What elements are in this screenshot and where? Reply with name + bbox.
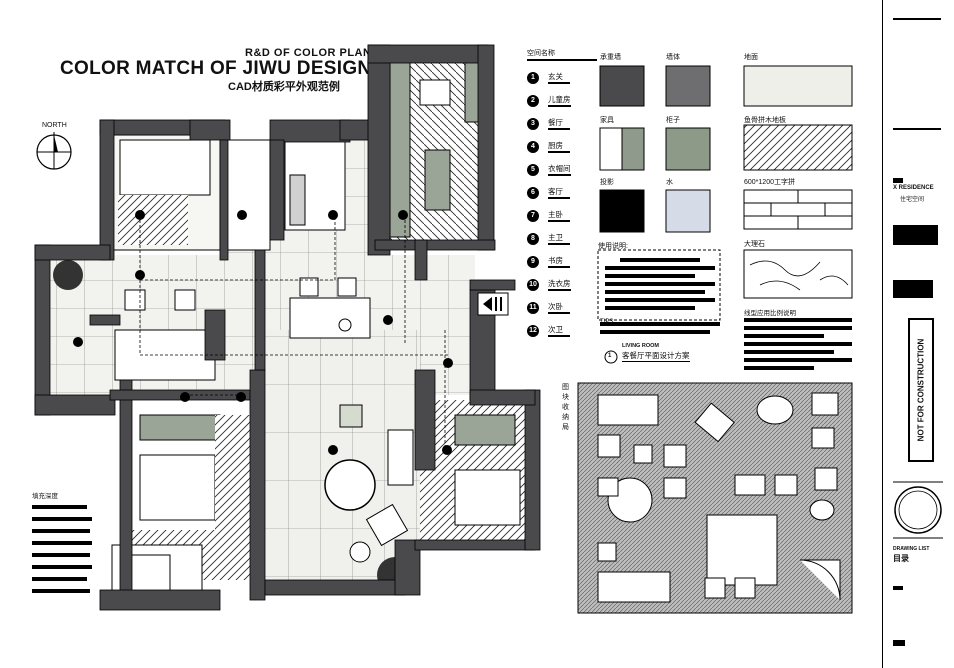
room-row: 8 主卫: [527, 227, 597, 250]
room-number: 11: [527, 301, 539, 314]
room-row: 10 洗衣房: [527, 273, 597, 296]
room-legend-heading: 空间名称: [527, 48, 597, 61]
swatch-label-water: 水: [666, 179, 673, 186]
swatch-label-wood-floor: 鱼骨拼木地板: [744, 117, 786, 124]
room-number: 9: [527, 255, 539, 268]
living-room-cn-label: 客餐厅平面设计方案: [622, 351, 690, 362]
room-row: 6 客厅: [527, 181, 597, 204]
not-for-construction-stamp: NOT FOR CONSTRUCTION: [908, 318, 934, 462]
room-row: 7 主卧: [527, 204, 597, 227]
swatch-label-tile: 600*1200工字拼: [744, 179, 795, 186]
room-name: 衣帽间: [548, 163, 571, 176]
room-number: 7: [527, 209, 539, 222]
room-number: 8: [527, 232, 539, 245]
stamp-text: NOT FOR CONSTRUCTION: [916, 338, 926, 442]
room-name: 餐厅: [548, 117, 570, 130]
north-label: NORTH: [42, 122, 67, 129]
room-number: 1: [527, 71, 539, 84]
room-name: 次卫: [548, 324, 570, 337]
drawing-list-cn-label: 目录: [893, 554, 909, 563]
block-panel-label: 图块收纳局: [562, 384, 569, 431]
swatch-label-load-wall: 承重墙: [600, 54, 621, 61]
plan-subtitle: R&D OF COLOR PLAN: [245, 47, 372, 59]
room-number: 2: [527, 94, 539, 107]
room-row: 1 玄关: [527, 66, 597, 89]
swatch-label-shadow: 投影: [600, 179, 614, 186]
room-row: 9 书房: [527, 250, 597, 273]
room-name: 书房: [548, 255, 570, 268]
project-name-cn: 住宅空间: [900, 197, 925, 203]
tips-label: TIPS: [600, 319, 614, 325]
room-number: 6: [527, 186, 539, 199]
room-number: 12: [527, 324, 539, 337]
room-row: 12 次卫: [527, 319, 597, 342]
drawing-list-label: DRAWING LIST: [893, 546, 930, 552]
swatch-label-marble: 大理石: [744, 241, 765, 248]
swatch-label-cabinet: 柜子: [666, 117, 680, 124]
fill-depth-bars: [32, 505, 92, 601]
plan-subtitle-cn: CAD材质彩平外观范例: [228, 81, 340, 93]
project-name: X RESIDENCE: [893, 185, 934, 191]
swatch-label-furniture: 家具: [600, 117, 614, 124]
room-name: 儿童房: [548, 94, 571, 107]
living-number: 1: [608, 353, 612, 359]
room-number: 3: [527, 117, 539, 130]
room-number: 5: [527, 163, 539, 176]
title-block: [882, 0, 954, 668]
room-name: 玄关: [548, 71, 570, 84]
room-row: 3 餐厅: [527, 112, 597, 135]
room-row: 11 次卧: [527, 296, 597, 319]
usage-notes-label: 使用说明:: [598, 243, 628, 250]
room-name: 客厅: [548, 186, 570, 199]
living-room-label: LIVING ROOM: [622, 343, 659, 349]
swatch-label-wall: 墙体: [666, 54, 680, 61]
room-name: 厨房: [548, 140, 570, 153]
room-name: 洗衣房: [548, 278, 571, 291]
line-scale-label: 线型应用比例说明: [744, 310, 796, 317]
swatch-label-floor: 地面: [744, 54, 758, 61]
room-row: 2 儿童房: [527, 89, 597, 112]
room-row: 4 厨房: [527, 135, 597, 158]
fill-depth-label: 填充深度: [32, 493, 58, 500]
room-number: 10: [527, 278, 539, 291]
room-name: 主卫: [548, 232, 570, 245]
room-row: 5 衣帽间: [527, 158, 597, 181]
room-name: 主卧: [548, 209, 570, 222]
room-name: 次卧: [548, 301, 570, 314]
room-legend: 空间名称 1 玄关 2 儿童房 3 餐厅 4 厨房 5 衣帽间 6 客厅 7 主卧 8 主卫 9…: [527, 48, 597, 342]
plan-title: COLOR MATCH OF JIWU DESIGN: [60, 58, 372, 79]
room-number: 4: [527, 140, 539, 153]
north-arrow-icon: [36, 132, 72, 170]
